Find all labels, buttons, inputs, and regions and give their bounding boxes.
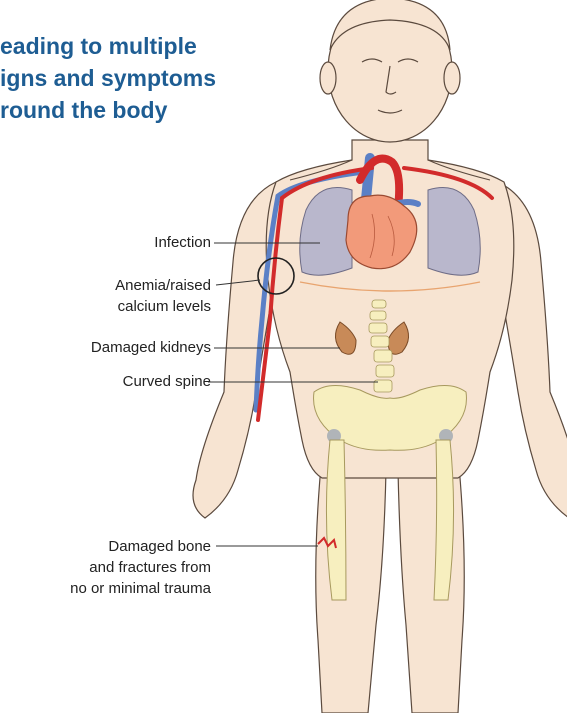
- callout-spine-line-1: Curved spine: [123, 371, 211, 392]
- callout-anemia-line-1: Anemia/raised: [115, 275, 211, 296]
- callout-spine: Curved spine: [123, 371, 211, 392]
- callout-bone-line-1: Damaged bone: [70, 536, 211, 557]
- callout-anemia-line-2: calcium levels: [115, 296, 211, 317]
- callout-bone-line-3: no or minimal trauma: [70, 578, 211, 599]
- callout-infection-line-1: Infection: [154, 232, 211, 253]
- callout-kidneys-line-1: Damaged kidneys: [91, 337, 211, 358]
- callout-kidneys: Damaged kidneys: [91, 337, 211, 358]
- callout-bone: Damaged bone and fractures from no or mi…: [70, 536, 211, 599]
- left-femur: [326, 440, 346, 600]
- callout-anemia: Anemia/raised calcium levels: [115, 275, 211, 317]
- callout-infection: Infection: [154, 232, 211, 253]
- left-ear: [320, 62, 336, 94]
- callout-bone-line-2: and fractures from: [70, 557, 211, 578]
- right-leg: [398, 455, 464, 713]
- right-femur: [434, 440, 454, 600]
- right-ear: [444, 62, 460, 94]
